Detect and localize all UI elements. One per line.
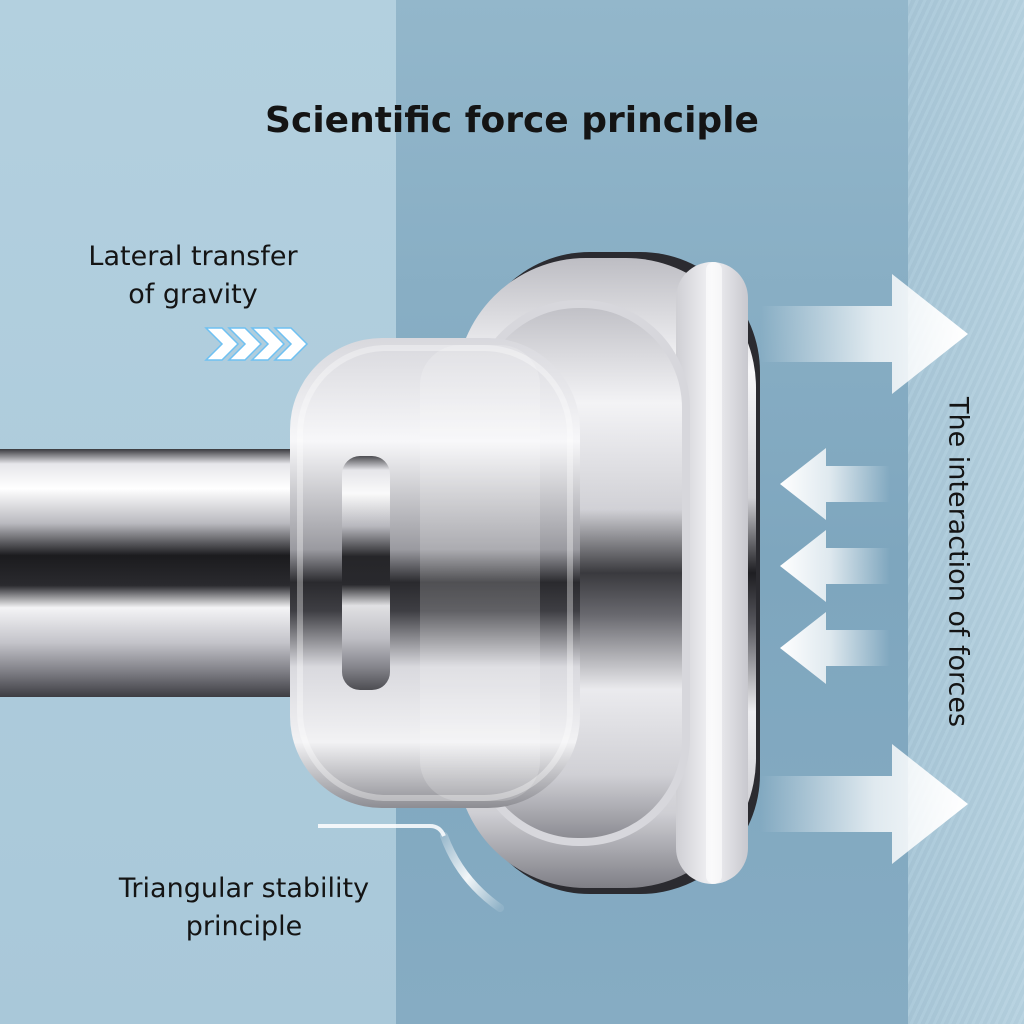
label-triangular-line-2: principle (185, 910, 303, 942)
arrow-left-icon (780, 612, 890, 684)
label-lateral-line-1: Lateral transfer (88, 241, 298, 272)
arrow-right-icon (760, 744, 968, 864)
chevron-right-icon (204, 327, 309, 361)
arrow-left-icon (780, 530, 890, 602)
wall-mount (290, 252, 760, 894)
label-triangular-line-1: Triangular stability (118, 873, 370, 904)
arrow-left-icon (780, 448, 890, 520)
arrow-right-icon (760, 274, 968, 394)
label-triangular-stability: Triangular stability principle (90, 870, 398, 946)
stability-indicator (318, 824, 504, 912)
label-lateral-transfer: Lateral transfer of gravity (60, 238, 326, 314)
label-interaction-of-forces: The interaction of forces (942, 396, 974, 728)
wall-right (908, 0, 1024, 1024)
page-title: Scientific force principle (265, 100, 759, 141)
label-lateral-line-2: of gravity (128, 278, 258, 310)
